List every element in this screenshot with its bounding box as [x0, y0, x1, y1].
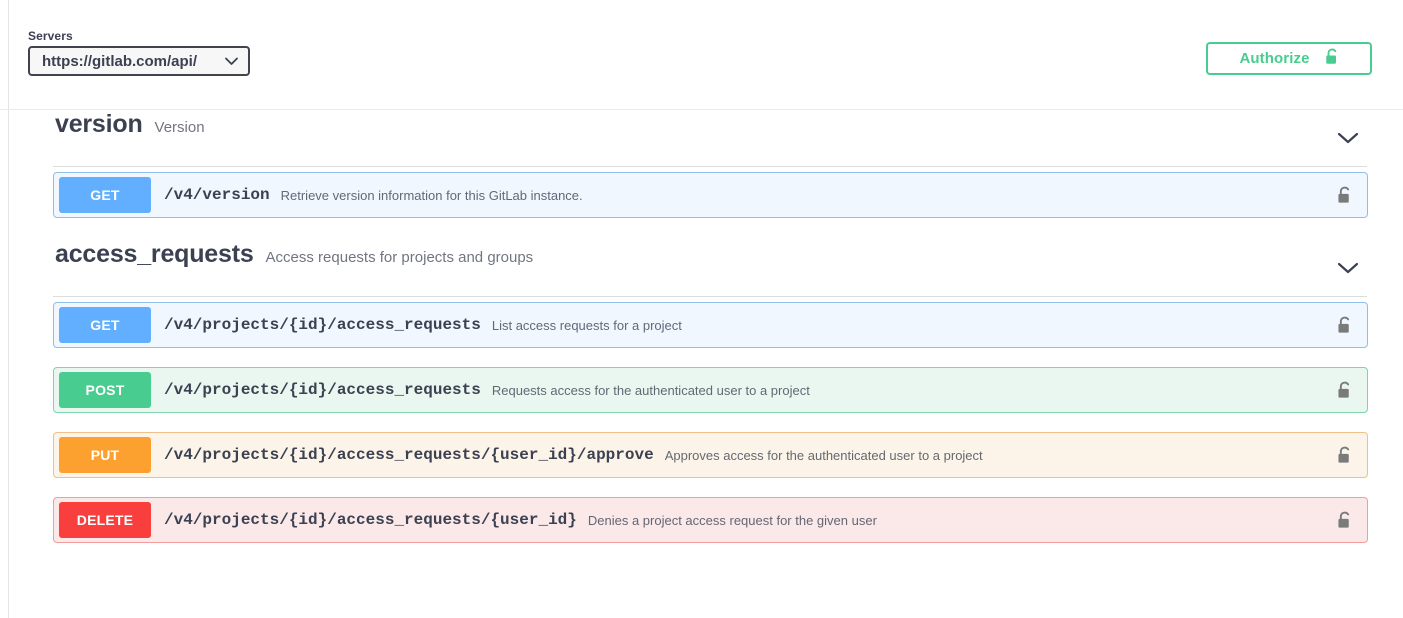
operation-row[interactable]: GET /v4/version Retrieve version informa…	[53, 172, 1368, 218]
server-select-value: https://gitlab.com/api/	[42, 52, 198, 70]
api-sections: version Version GET /v4/version Retrieve…	[0, 110, 1403, 543]
operation-list-access-requests: GET /v4/projects/{id}/access_requests Li…	[9, 297, 1403, 543]
tag-name: access_requests	[55, 240, 254, 268]
tag-name: version	[55, 110, 143, 138]
servers-label: Servers	[28, 29, 73, 43]
unlock-icon[interactable]	[1336, 186, 1352, 205]
tag-description: Access requests for projects and groups	[265, 249, 534, 266]
tag-divider	[53, 296, 1367, 297]
method-badge: DELETE	[59, 502, 151, 538]
operation-row[interactable]: GET /v4/projects/{id}/access_requests Li…	[53, 302, 1368, 348]
operation-list-version: GET /v4/version Retrieve version informa…	[9, 167, 1403, 218]
operation-summary: Requests access for the authenticated us…	[491, 382, 810, 398]
tag-header-version[interactable]: version Version	[9, 110, 1403, 166]
unlock-icon[interactable]	[1336, 381, 1352, 400]
tag-divider	[53, 166, 1367, 167]
operation-row[interactable]: DELETE /v4/projects/{id}/access_requests…	[53, 497, 1368, 543]
unlock-icon	[1324, 48, 1339, 69]
operation-path: /v4/projects/{id}/access_requests/{user_…	[164, 446, 654, 464]
chevron-down-icon[interactable]	[1336, 131, 1360, 145]
operation-summary: Approves access for the authenticated us…	[664, 447, 983, 463]
tag-section-access-requests: access_requests Access requests for proj…	[9, 240, 1403, 543]
chevron-down-icon[interactable]	[1336, 261, 1360, 275]
unlock-icon[interactable]	[1336, 446, 1352, 465]
tag-section-version: version Version GET /v4/version Retrieve…	[9, 110, 1403, 218]
operation-row[interactable]: POST /v4/projects/{id}/access_requests R…	[53, 367, 1368, 413]
operation-path: /v4/projects/{id}/access_requests	[164, 381, 481, 399]
operation-summary: List access requests for a project	[491, 317, 682, 333]
method-badge: GET	[59, 177, 151, 213]
operation-row[interactable]: PUT /v4/projects/{id}/access_requests/{u…	[53, 432, 1368, 478]
scheme-container: Servers https://gitlab.com/api/ Authoriz…	[0, 0, 1403, 110]
tag-description: Version	[154, 119, 205, 136]
unlock-icon[interactable]	[1336, 316, 1352, 335]
server-select[interactable]: https://gitlab.com/api/	[28, 46, 250, 76]
method-badge: PUT	[59, 437, 151, 473]
method-badge: GET	[59, 307, 151, 343]
left-border-rule	[8, 0, 9, 618]
operation-summary: Retrieve version information for this Gi…	[280, 187, 583, 203]
operation-summary: Denies a project access request for the …	[587, 512, 877, 528]
operation-path: /v4/version	[164, 186, 270, 204]
operation-path: /v4/projects/{id}/access_requests	[164, 316, 481, 334]
servers-block: Servers https://gitlab.com/api/	[28, 29, 250, 76]
method-badge: POST	[59, 372, 151, 408]
operation-path: /v4/projects/{id}/access_requests/{user_…	[164, 511, 577, 529]
authorize-wrapper: Authorize	[1206, 42, 1372, 75]
unlock-icon[interactable]	[1336, 511, 1352, 530]
authorize-button-label: Authorize	[1239, 50, 1310, 67]
chevron-down-icon	[224, 56, 239, 66]
authorize-button[interactable]: Authorize	[1206, 42, 1372, 75]
tag-header-access-requests[interactable]: access_requests Access requests for proj…	[9, 240, 1403, 296]
